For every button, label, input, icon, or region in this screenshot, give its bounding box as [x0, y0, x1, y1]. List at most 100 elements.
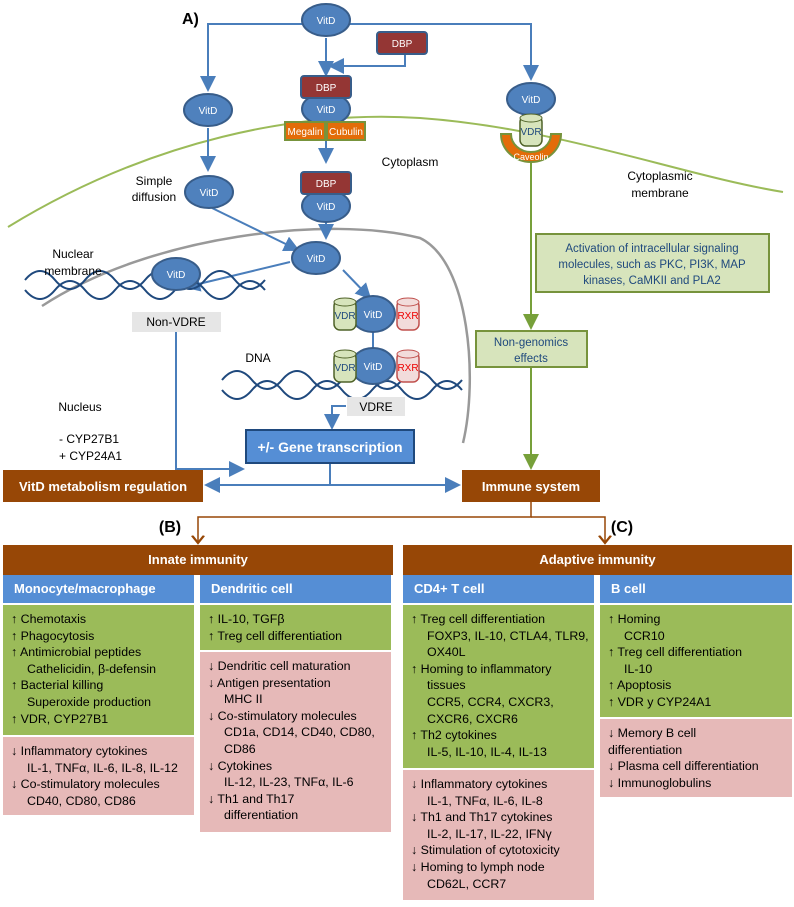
- effect-line: ↑ Homing to inflammatory: [411, 661, 552, 676]
- svg-text:Immune system: Immune system: [482, 479, 580, 494]
- dendritic-up-box: ↑ IL-10, TGFβ ↑ Treg cell differentiation: [200, 605, 391, 650]
- cubulin-receptor: Cubulin: [326, 121, 366, 141]
- receptors: Megalin Cubulin Caveolin VDR VDR RXR VDR…: [284, 113, 563, 383]
- vdr-membrane: VDR: [519, 113, 543, 147]
- dna-label: DNA: [245, 351, 270, 365]
- non-vdre-box: Non-VDRE: [132, 312, 221, 332]
- dbp-free: DBP: [376, 31, 428, 55]
- simple-diffusion-label-2: diffusion: [132, 190, 176, 204]
- effect-line: CXCR6, CXCR6: [427, 711, 518, 726]
- dbp-proteins: DBP DBP DBP: [300, 31, 428, 195]
- cytoplasm-label: Cytoplasm: [382, 155, 439, 169]
- svg-text:kinases, CaMKII and PLA2: kinases, CaMKII and PLA2: [583, 275, 720, 287]
- effect-line: ↓ Stimulation of cytotoxicity: [411, 843, 560, 858]
- effect-line: ↑ Treg cell differentiation: [608, 645, 743, 660]
- effect-line: ↑ Phagocytosis: [11, 628, 95, 643]
- svg-text:VDR: VDR: [334, 311, 355, 322]
- svg-text:VDR: VDR: [520, 127, 541, 138]
- bcell-header: B cell: [600, 575, 792, 603]
- nuclear-membrane-line: [41, 227, 471, 444]
- svg-text:VitD: VitD: [200, 188, 219, 199]
- cytoplasmic-membrane-label-2: membrane: [631, 186, 689, 200]
- effect-line: Cathelicidin, β-defensin: [27, 661, 157, 676]
- dendritic-down-box: ↓ Dendritic cell maturation ↓ Antigen pre…: [200, 652, 391, 832]
- effect-line: OX40L: [427, 645, 466, 660]
- dendritic-header: Dendritic cell: [200, 575, 391, 603]
- svg-text:Cubulin: Cubulin: [329, 127, 363, 138]
- cyp24a1-label: + CYP24A1: [59, 449, 122, 463]
- vdr-2: VDR: [333, 349, 357, 383]
- vitd-molecules: VitD VitD VitD VitD VitD VitD VitD VitD …: [151, 3, 556, 385]
- svg-text:Megalin: Megalin: [287, 127, 322, 138]
- caveolin: Caveolin: [499, 133, 563, 163]
- effect-line: ↑ IL-10, TGFβ: [208, 612, 285, 626]
- megalin-receptor: Megalin: [284, 121, 326, 141]
- cyp27b1-label: - CYP27B1: [59, 432, 119, 446]
- svg-text:+/- Gene transcription: +/- Gene transcription: [257, 439, 402, 455]
- effect-line: ↓ Immunoglobulins: [608, 775, 712, 790]
- cytoplasmic-membrane-line: [7, 115, 784, 228]
- effect-line: ↓ Dendritic cell maturation: [208, 659, 351, 673]
- effect-line: ↑ Apoptosis: [608, 678, 672, 693]
- effect-line: IL-5, IL-10, IL-4, IL-13: [427, 744, 547, 759]
- svg-text:molecules, such as PKC, PI3K,: molecules, such as PKC, PI3K, MAP: [558, 259, 746, 271]
- effect-line: differentiation: [224, 808, 299, 823]
- effect-line: ↓ Antigen presentation: [208, 675, 331, 690]
- effect-line: FOXP3, IL-10, CTLA4, TLR9,: [427, 628, 589, 643]
- vitd-vdr-complex-dna: VitD: [350, 347, 396, 385]
- effect-line: MHC II: [224, 692, 263, 707]
- effect-line: ↓ Plasma cell differentiation: [608, 759, 759, 774]
- panel-b-label: (B): [159, 519, 181, 536]
- svg-text:Caveolin: Caveolin: [513, 152, 548, 162]
- svg-text:DBP: DBP: [316, 83, 337, 94]
- vitd-top: VitD: [301, 3, 351, 37]
- effect-line: ↓ Th1 and Th17 cytokines: [411, 810, 553, 825]
- svg-text:RXR: RXR: [397, 311, 418, 322]
- svg-text:DBP: DBP: [316, 179, 337, 190]
- effect-line: CD62L, CCR7: [427, 876, 507, 891]
- vitd-dna: VitD: [151, 257, 201, 291]
- effect-line: ↑ Chemotaxis: [11, 612, 87, 626]
- vdre-box: VDRE: [347, 397, 405, 416]
- vitd-diffused: VitD: [184, 175, 234, 209]
- rxr-2: RXR: [396, 349, 420, 383]
- vitd-nucleus: VitD: [291, 241, 341, 275]
- dbp-cyto: DBP: [300, 171, 352, 195]
- effect-line: ↓ Co-stimulatory molecules: [11, 777, 160, 792]
- effect-line: ↓ Co-stimulatory molecules: [208, 708, 357, 723]
- svg-text:Non-VDRE: Non-VDRE: [146, 315, 205, 329]
- effect-line: ↑ Treg cell differentiation: [411, 612, 546, 626]
- svg-text:VitD: VitD: [199, 106, 218, 117]
- monocyte-up-box: ↑ Chemotaxis↑ Phagocytosis↑ Antimicrobia…: [3, 605, 194, 735]
- metabolism-box: VitD metabolism regulation: [3, 470, 203, 502]
- innate-immunity-header: Innate immunity: [3, 545, 393, 575]
- effect-line: ↓ Th1 and Th17: [208, 791, 295, 806]
- vitd-vdr-complex: VitD: [350, 295, 396, 333]
- svg-text:VitD: VitD: [522, 95, 541, 106]
- effect-line: IL-10: [624, 661, 653, 676]
- immune-system-box: Immune system: [462, 470, 600, 502]
- effect-line: CCR5, CCR4, CXCR3,: [427, 694, 554, 709]
- effect-line: CD1a, CD14, CD40, CD80,: [224, 725, 375, 740]
- vitd-right: VitD: [506, 82, 556, 116]
- svg-text:VitD: VitD: [307, 254, 326, 265]
- effect-line: CCR10: [624, 628, 665, 643]
- vitd-left: VitD: [183, 93, 233, 127]
- cytoplasmic-membrane-label: Cytoplasmic: [627, 169, 692, 183]
- panel-c-label: (C): [611, 519, 633, 536]
- nuclear-membrane-label-2: membrane: [44, 264, 102, 278]
- svg-text:RXR: RXR: [397, 363, 418, 374]
- panel-a-pathway: A) VitD VitD VitD VitD VitD VitD VitD Vi…: [3, 3, 784, 545]
- effect-line: ↑ Treg cell differentiation: [208, 628, 343, 643]
- svg-text:VDRE: VDRE: [359, 400, 392, 414]
- cd4-header: CD4+ T cell: [403, 575, 594, 603]
- effect-line: CD40, CD80, CD86: [27, 793, 136, 808]
- dna-helix-left: [24, 270, 266, 300]
- vdr-1: VDR: [333, 297, 357, 331]
- effect-line: Superoxide production: [27, 694, 151, 709]
